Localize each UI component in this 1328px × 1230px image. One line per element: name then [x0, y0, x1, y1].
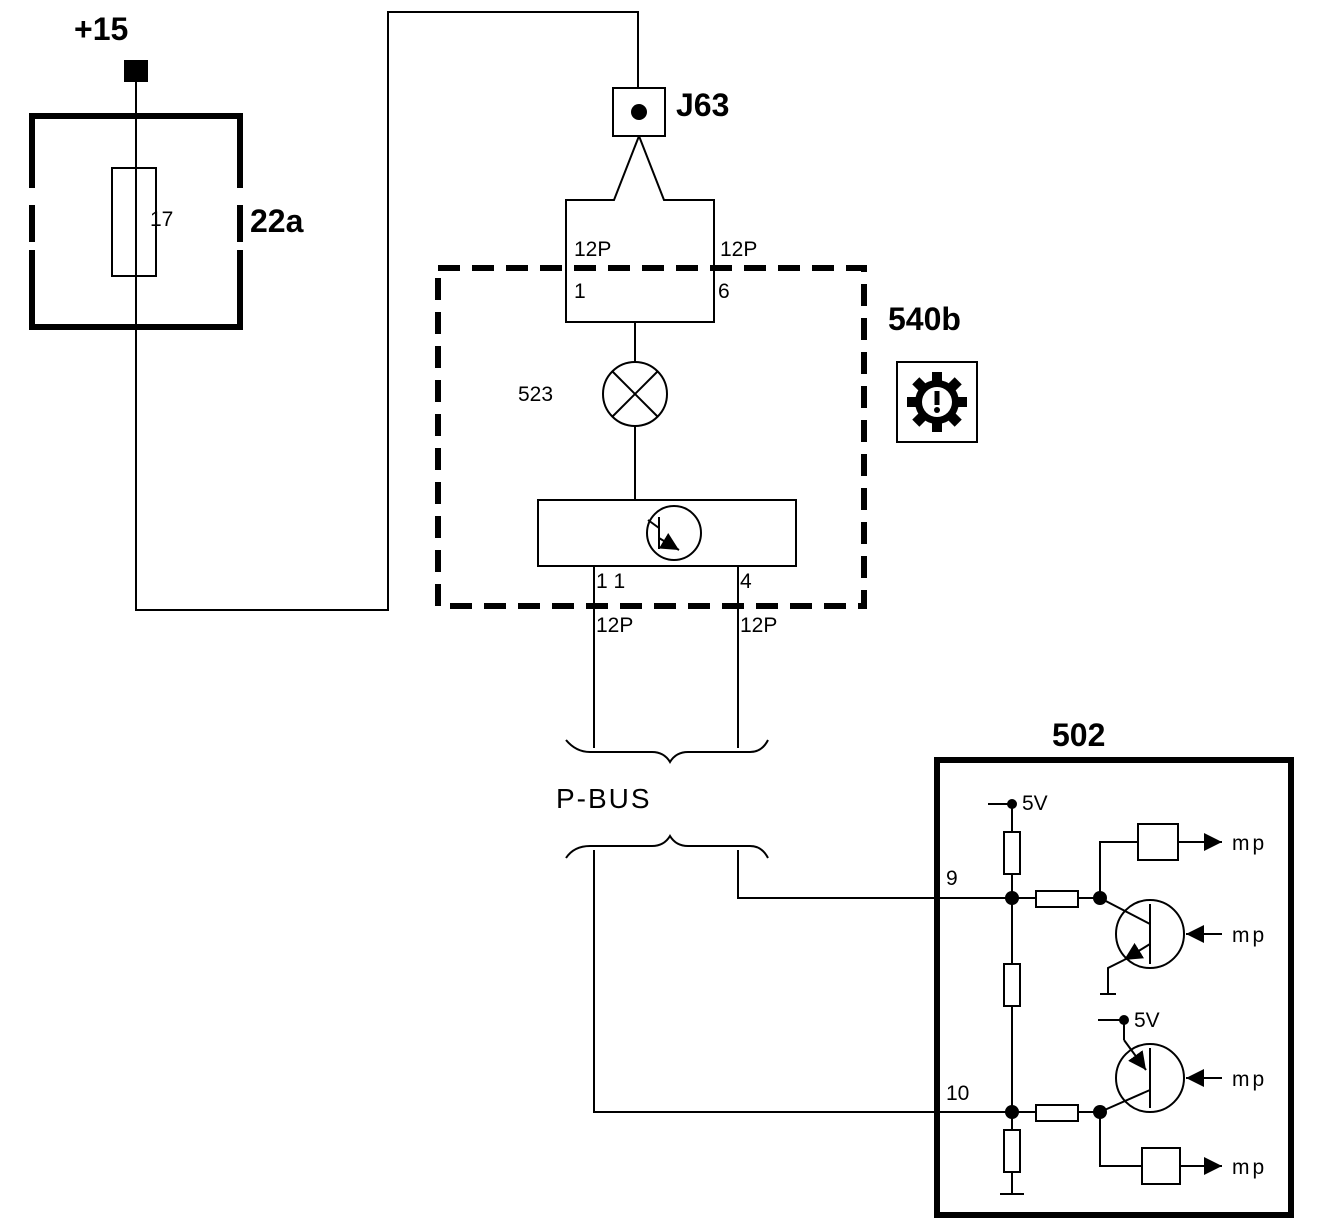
- gear-exclamation-icon: [896, 361, 978, 443]
- j63-connector: [565, 87, 715, 323]
- connector-bottom-right-pin: 4: [740, 570, 752, 593]
- supply-15-terminal: [124, 60, 148, 82]
- transistor-upper: [1099, 897, 1185, 995]
- wire-to-upper-output-buffer: [1099, 841, 1138, 898]
- buffer-lower: [1141, 1147, 1181, 1185]
- output-label-1: mp: [1232, 832, 1267, 855]
- output-label-4: mp: [1232, 1156, 1267, 1179]
- module-540b-label: 540b: [888, 301, 961, 337]
- connector-top-left-pin: 1: [574, 280, 586, 303]
- resistor-series-lower: [1035, 1104, 1079, 1122]
- module-540b-outline: [435, 265, 867, 609]
- fuse-17: [111, 167, 157, 277]
- fuse-box-label: 22a: [250, 203, 304, 239]
- bus-wire-pin9: [737, 850, 1012, 899]
- connector-bottom-left-pin: 1 1: [596, 570, 625, 593]
- module-502-pin-upper: 9: [946, 867, 958, 890]
- connector-bottom-right-type: 12P: [740, 614, 777, 637]
- module-502-pin-lower: 10: [946, 1082, 969, 1105]
- output-label-2: mp: [1232, 924, 1267, 947]
- resistor-divider: [1003, 963, 1021, 1007]
- transistor-driver: [537, 499, 797, 567]
- fuse-number: 17: [150, 208, 173, 231]
- output-label-3: mp: [1232, 1068, 1267, 1091]
- module-502-outline: [934, 757, 1294, 1218]
- supply-5v-mid-label: 5V: [1134, 1009, 1160, 1032]
- bus-brace-bottom: [565, 834, 769, 859]
- resistor-series-upper: [1035, 890, 1079, 908]
- resistor-pullup: [1003, 831, 1021, 875]
- bus-wire-pin10: [593, 850, 1012, 1113]
- lamp-label: 523: [518, 383, 553, 406]
- connector-bottom-left-type: 12P: [596, 614, 633, 637]
- bus-brace-top: [565, 739, 769, 764]
- buffer-upper: [1137, 823, 1179, 861]
- j63-label: J63: [676, 87, 729, 123]
- connector-top-right-pin: 6: [718, 280, 730, 303]
- transistor-lower: [1099, 1020, 1185, 1113]
- supply-label: +15: [74, 11, 128, 47]
- connector-top-right-type: 12P: [720, 238, 757, 261]
- lamp-523: [602, 361, 668, 427]
- bus-label: P-BUS: [556, 783, 652, 814]
- resistor-pulldown: [1003, 1129, 1021, 1173]
- module-502-label: 502: [1052, 717, 1105, 753]
- connector-top-left-type: 12P: [574, 238, 611, 261]
- wire-supply-to-j63: [135, 11, 639, 611]
- supply-5v-top-label: 5V: [1022, 792, 1048, 815]
- wire-to-lower-output-buffer: [1099, 1112, 1142, 1167]
